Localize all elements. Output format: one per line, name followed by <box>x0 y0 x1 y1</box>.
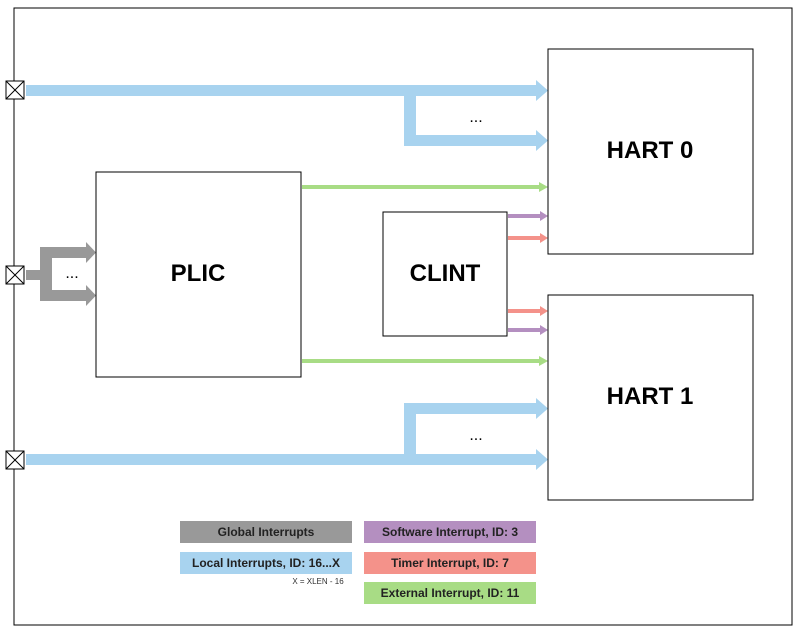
legend-external-swatch <box>364 582 536 604</box>
port-symbol-middle <box>5 265 25 285</box>
global-arrowhead-bottom <box>86 285 96 306</box>
plic-block <box>95 171 302 378</box>
legend-software-swatch <box>364 521 536 543</box>
external-arrowhead-hart0 <box>539 182 548 192</box>
legend-timer-swatch <box>364 552 536 574</box>
legend-global-label: Global Interrupts <box>218 525 315 539</box>
legend: Global Interrupts Local Interrupts, ID: … <box>180 521 536 604</box>
local-interrupt-lines <box>26 80 548 470</box>
clint-block <box>382 211 508 337</box>
external-arrowhead-hart1 <box>539 356 548 366</box>
global-branch-top <box>40 247 86 258</box>
hart1-label: HART 1 <box>607 383 694 410</box>
global-stub <box>26 270 42 280</box>
timer-arrowhead-hart1 <box>540 306 548 316</box>
clint-label: CLINT <box>410 260 481 287</box>
legend-external-label: External Interrupt, ID: 11 <box>381 586 520 600</box>
software-arrowhead-hart1 <box>540 325 548 335</box>
ellipsis-global: ... <box>65 265 78 282</box>
local-arrowhead-bottom-1 <box>536 449 548 470</box>
software-line-hart0 <box>508 214 541 218</box>
global-vertical <box>40 247 52 300</box>
legend-local-label: Local Interrupts, ID: 16...X <box>192 556 340 570</box>
external-line-hart0 <box>302 185 540 189</box>
timer-arrowhead-hart0 <box>540 233 548 243</box>
legend-software-label: Software Interrupt, ID: 3 <box>382 525 518 539</box>
legend-timer-label: Timer Interrupt, ID: 7 <box>391 556 509 570</box>
hart1-block <box>547 294 754 501</box>
timer-line-hart1 <box>508 309 541 313</box>
local-branch-top-vertical <box>404 85 416 145</box>
software-arrowhead-hart0 <box>540 211 548 221</box>
port-symbol-bottom <box>5 450 25 470</box>
port-symbol-top <box>5 80 25 100</box>
local-arrowhead-bottom-2 <box>536 398 548 419</box>
local-branch-bottom-vertical <box>404 403 416 465</box>
ellipsis-top: ... <box>469 109 482 126</box>
external-interrupt-lines <box>302 182 548 366</box>
local-branch-bottom-horizontal <box>404 403 536 414</box>
hart0-block <box>547 48 754 255</box>
external-line-hart1 <box>302 359 540 363</box>
global-arrowhead-top <box>86 242 96 263</box>
local-arrowhead-top-1 <box>536 80 548 101</box>
timer-line-hart0 <box>508 236 541 240</box>
clint-interrupt-lines <box>508 211 548 335</box>
local-arrowhead-top-2 <box>536 130 548 151</box>
legend-local-note: X = XLEN - 16 <box>292 577 344 586</box>
local-branch-top-horizontal <box>404 135 536 146</box>
local-line-top <box>26 85 536 96</box>
global-interrupt-lines <box>26 242 96 306</box>
global-branch-bottom <box>40 290 86 301</box>
plic-label: PLIC <box>171 260 226 287</box>
ellipsis-bottom: ... <box>469 427 482 444</box>
hart0-label: HART 0 <box>607 137 694 164</box>
legend-global-swatch <box>180 521 352 543</box>
outer-frame <box>13 7 793 626</box>
local-line-bottom <box>26 454 536 465</box>
software-line-hart1 <box>508 328 541 332</box>
legend-local-swatch <box>180 552 352 574</box>
